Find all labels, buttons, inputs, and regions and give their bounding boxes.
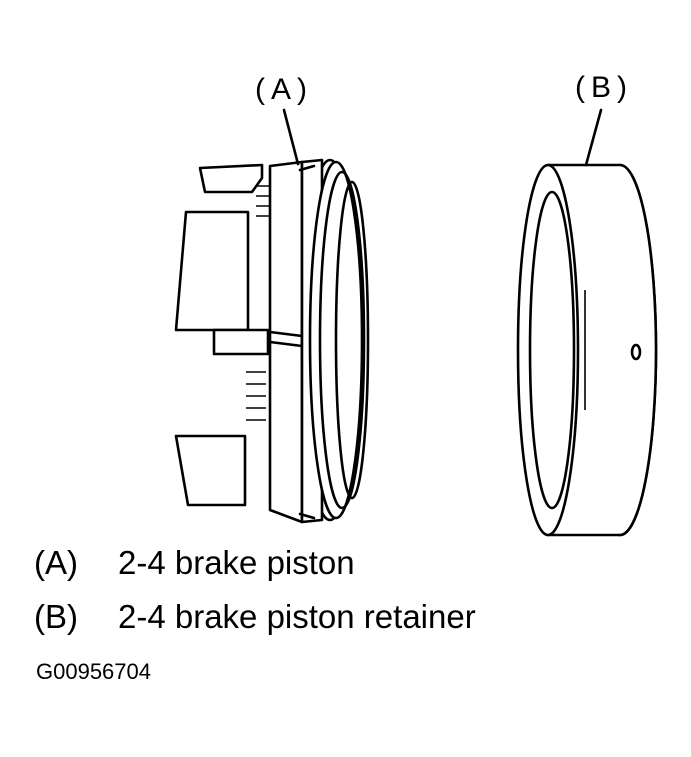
brake-piston-drawing: [174, 158, 370, 524]
legend-key: (B): [34, 598, 78, 635]
piston-retainer-drawing: [516, 163, 658, 537]
legend-row: (B) 2-4 brake piston retainer: [34, 600, 476, 633]
legend-text: 2-4 brake piston: [118, 544, 355, 581]
figure-code: G00956704: [36, 659, 151, 684]
legend-key: (A): [34, 544, 78, 581]
callout-label-b: (B): [575, 71, 633, 104]
legend-row: (A) 2-4 brake piston: [34, 546, 355, 579]
legend-text: 2-4 brake piston retainer: [118, 598, 476, 635]
callout-leader-a: [282, 108, 300, 166]
callout-leader-b: [584, 108, 603, 167]
callout-label-a: (A): [255, 73, 313, 106]
